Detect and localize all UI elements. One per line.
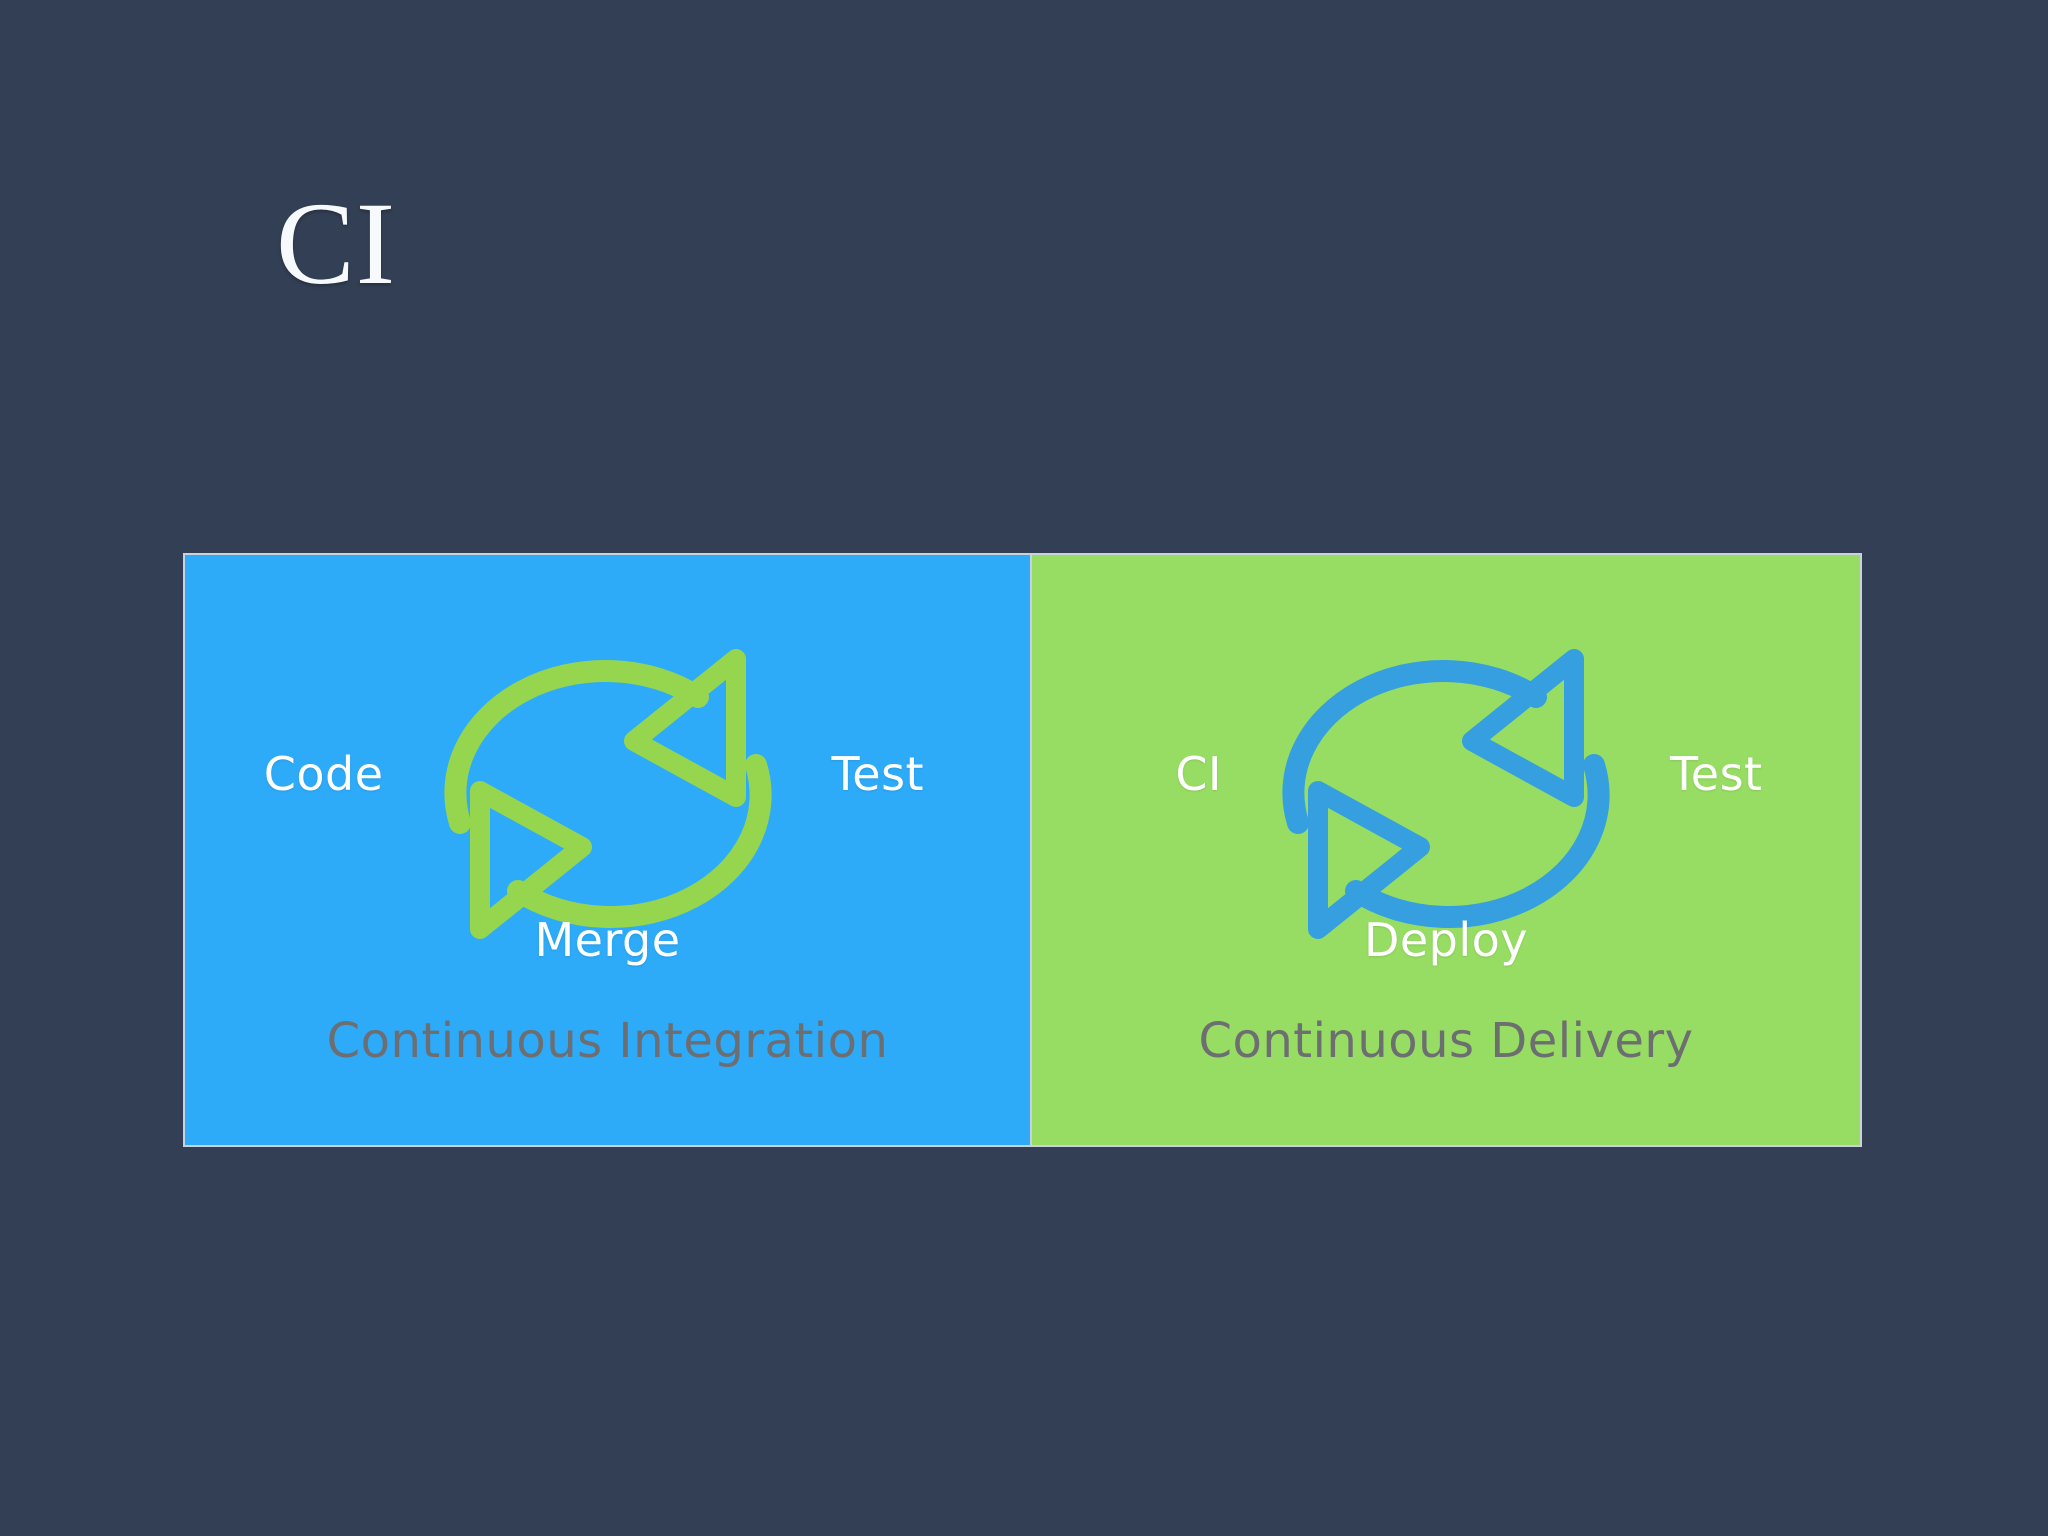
cd-node-label-deploy: Deploy xyxy=(1363,913,1529,967)
cd-cycle-arrows-icon xyxy=(1282,649,1610,939)
ci-node-label-merge: Merge xyxy=(534,913,681,967)
cd-node-label-ci: CI xyxy=(1175,747,1222,801)
cicd-diagram-figure: Code Test Merge Continuous Integration C… xyxy=(185,555,1860,1145)
panel-continuous-integration: Code Test Merge Continuous Integration xyxy=(185,555,1030,1145)
ci-node-label-test: Test xyxy=(831,747,925,801)
panel-caption-continuous-integration: Continuous Integration xyxy=(326,1013,889,1069)
panel-continuous-delivery: CI Test Deploy Continuous Delivery xyxy=(1032,555,1860,1145)
ci-cycle-diagram: Code Test Merge xyxy=(264,601,924,967)
cd-cycle-diagram: CI Test Deploy xyxy=(1175,601,1762,967)
ci-node-label-code: Code xyxy=(263,747,384,801)
ci-cycle-arrows-icon xyxy=(443,649,772,939)
panel-caption-continuous-delivery: Continuous Delivery xyxy=(1198,1013,1694,1069)
cd-node-label-test: Test xyxy=(1670,747,1763,801)
page-title: CI xyxy=(276,178,396,309)
